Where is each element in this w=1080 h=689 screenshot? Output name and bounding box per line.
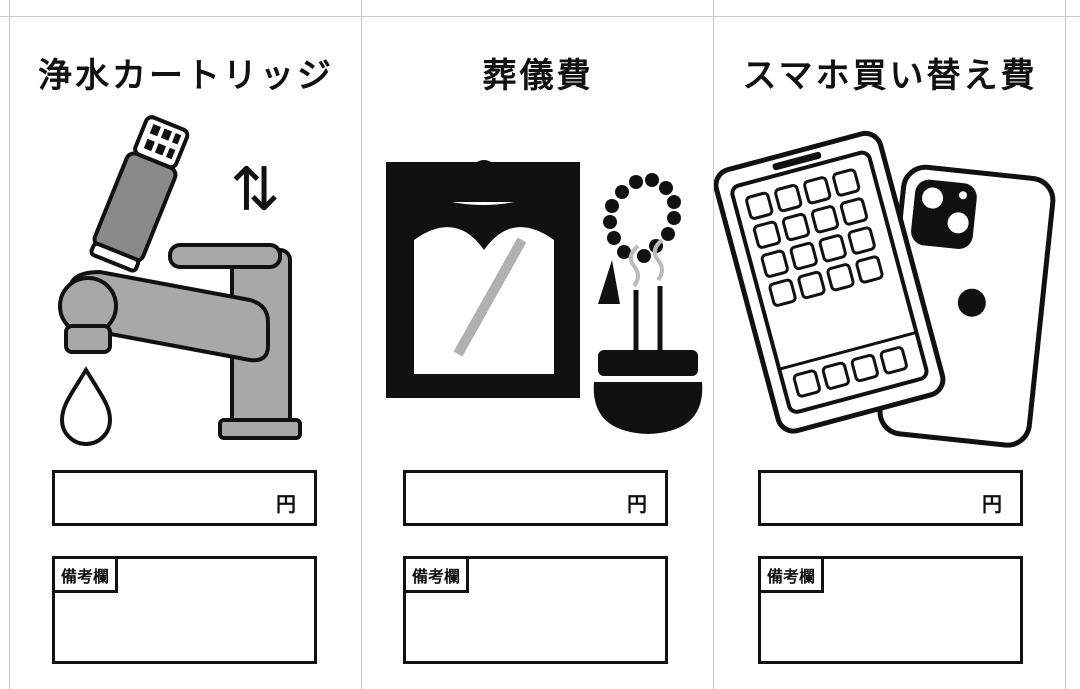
card-smartphone: スマホ買い替え費 円 備考欄 bbox=[714, 16, 1066, 689]
note-label: 備考欄 bbox=[761, 559, 825, 593]
card-title: 葬儀費 bbox=[482, 56, 594, 96]
grid-line bbox=[713, 0, 714, 689]
amount-field[interactable]: 円 bbox=[52, 470, 317, 526]
grid-line bbox=[361, 0, 362, 689]
amount-field[interactable]: 円 bbox=[758, 470, 1023, 526]
smartphone-illustration bbox=[714, 130, 1056, 448]
note-label: 備考欄 bbox=[55, 559, 119, 593]
amount-field[interactable]: 円 bbox=[403, 470, 668, 526]
faucet-cartridge-illustration: ⇅ bbox=[58, 115, 302, 446]
note-field[interactable]: 備考欄 bbox=[403, 556, 668, 664]
card-title: スマホ買い替え費 bbox=[742, 56, 1038, 96]
yen-label: 円 bbox=[276, 492, 296, 516]
swap-arrows-icon: ⇅ bbox=[230, 155, 280, 225]
card-funeral: 葬儀費 円 備考欄 bbox=[362, 16, 714, 689]
prayer-beads-icon bbox=[598, 173, 681, 304]
note-field[interactable]: 備考欄 bbox=[52, 556, 317, 664]
card-title: 浄水カートリッジ bbox=[38, 56, 334, 96]
yen-label: 円 bbox=[627, 492, 647, 516]
card-water-filter: 浄水カートリッジ ⇅ 円 備考欄 bbox=[10, 16, 362, 689]
yen-label: 円 bbox=[982, 492, 1002, 516]
note-label: 備考欄 bbox=[406, 559, 470, 593]
grid-line bbox=[1065, 0, 1066, 689]
apple-logo-icon bbox=[957, 288, 986, 317]
note-field[interactable]: 備考欄 bbox=[758, 556, 1023, 664]
water-drop-icon bbox=[59, 366, 113, 446]
funeral-illustration bbox=[386, 160, 703, 434]
grid-line bbox=[0, 16, 1080, 17]
grid-line bbox=[9, 0, 10, 689]
